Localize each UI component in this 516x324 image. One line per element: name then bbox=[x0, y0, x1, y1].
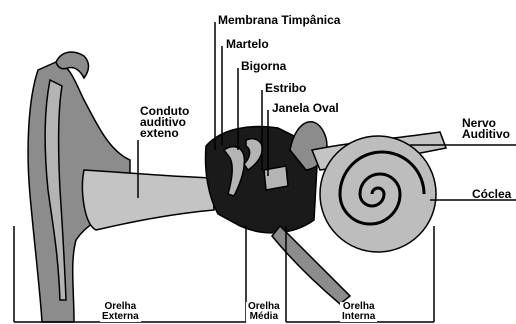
ear-canal bbox=[83, 170, 215, 230]
region-orelha-interna: Orelha Interna bbox=[340, 302, 377, 322]
region-orelha-externa: Orelha Externa bbox=[100, 302, 141, 322]
label-coclea: Cóclea bbox=[472, 188, 511, 200]
label-janela-oval: Janela Oval bbox=[272, 102, 339, 114]
eustachian-tube bbox=[272, 226, 350, 304]
label-estribo: Estribo bbox=[265, 82, 306, 94]
label-conduto-auditivo: Conduto auditivo exteno bbox=[140, 106, 189, 139]
label-nervo-auditivo: Nervo Auditivo bbox=[462, 118, 510, 140]
label-bigorna: Bigorna bbox=[241, 60, 286, 72]
label-martelo: Martelo bbox=[226, 38, 269, 50]
label-membrana-timpanica: Membrana Timpânica bbox=[218, 14, 340, 26]
region-orelha-media: Orelha Média bbox=[246, 302, 282, 322]
